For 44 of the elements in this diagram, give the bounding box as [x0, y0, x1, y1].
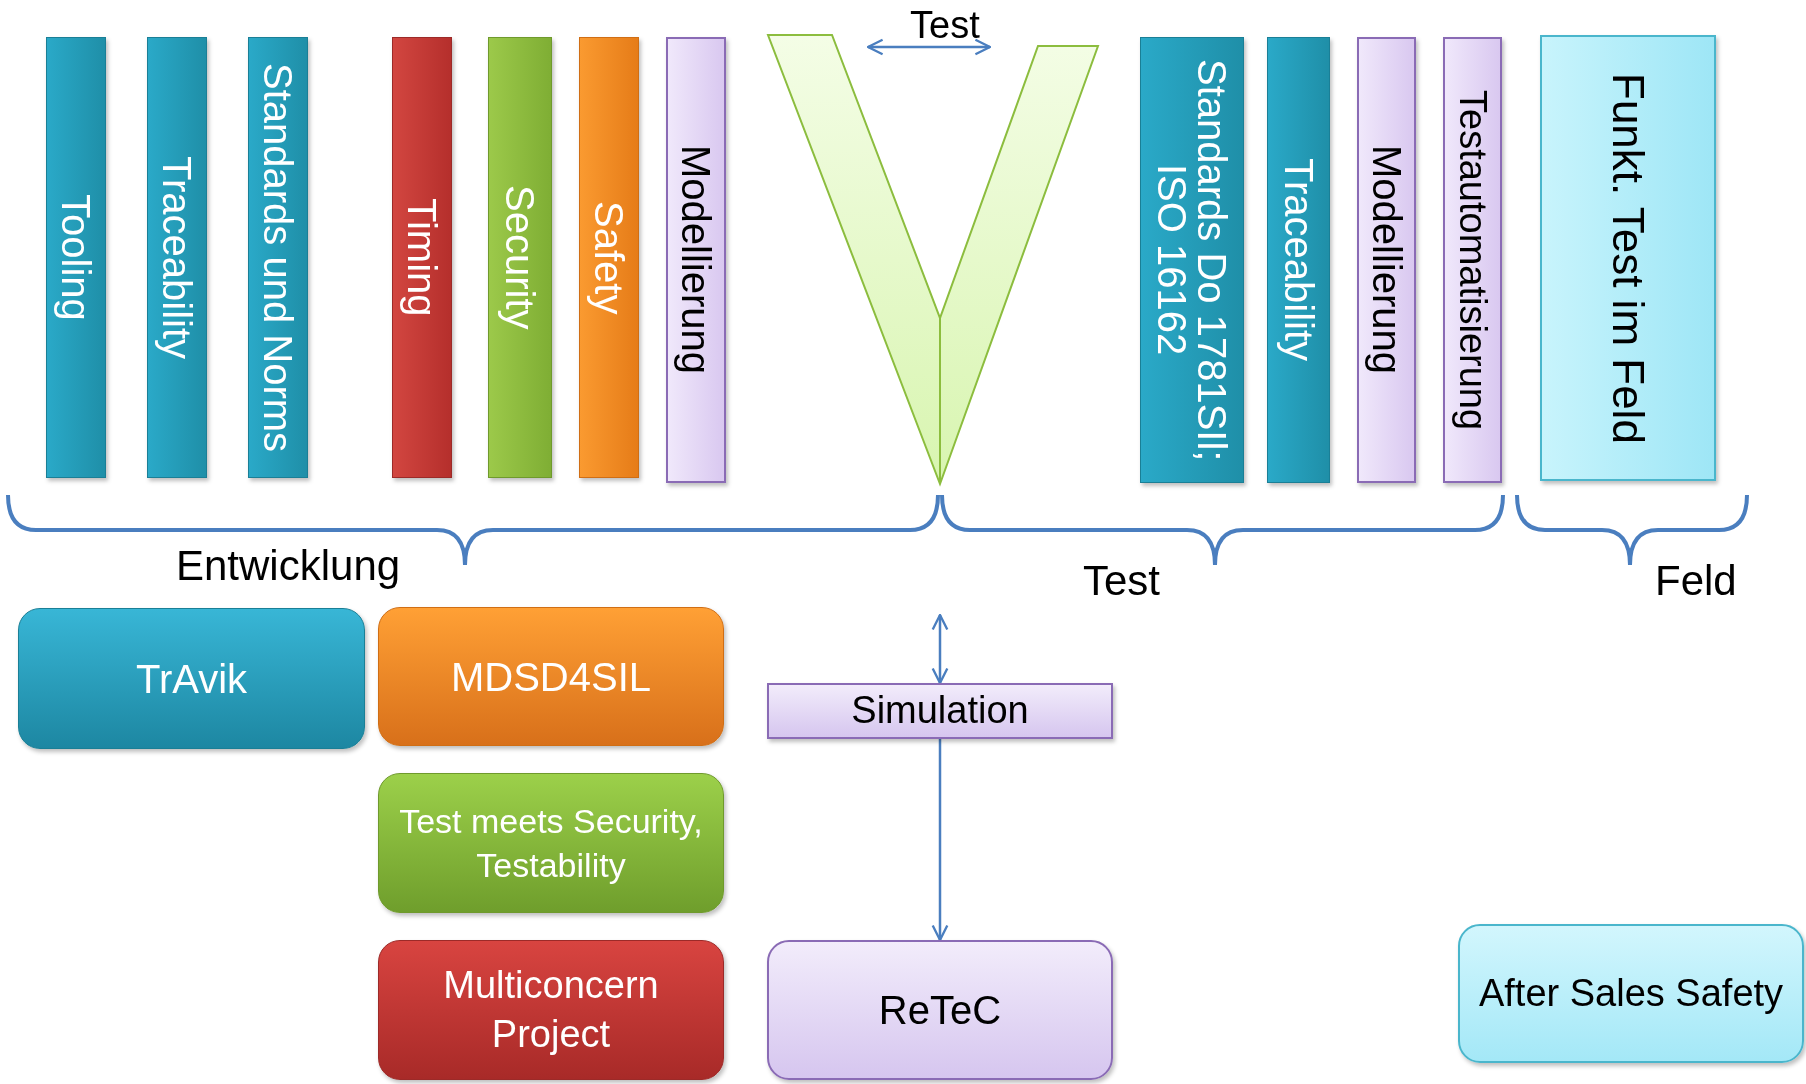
box-label: MDSD4SIL	[449, 653, 653, 701]
box-label: Simulation	[850, 688, 1030, 734]
vertical-bar	[488, 37, 552, 478]
bar-label: Timing	[402, 198, 442, 317]
arrow	[931, 739, 949, 942]
box-label: Test meets Security, Testability	[398, 800, 704, 886]
text-label: Feld	[1655, 557, 1737, 605]
vertical-bar	[1267, 37, 1330, 483]
text-label: Entwicklung	[176, 542, 401, 590]
vertical-bar	[1540, 35, 1716, 481]
bar-label: Safety	[589, 200, 629, 315]
bar-label: Standards Do 1781SIl; ISO 16162	[1152, 57, 1232, 464]
vertical-bar	[147, 37, 207, 478]
rounded-box	[378, 607, 724, 746]
vertical-bar	[666, 37, 726, 483]
bar-label: Security	[500, 185, 540, 330]
rounded-box	[378, 940, 724, 1080]
process-box	[767, 683, 1113, 739]
vertical-bar	[1357, 37, 1416, 483]
bar-label: Traceability	[157, 156, 197, 359]
rounded-box	[1458, 924, 1804, 1063]
vertical-bar	[1140, 37, 1244, 483]
bar-label: Modellierung	[1366, 145, 1407, 375]
bar-label: Modellierung	[676, 145, 716, 375]
arrow	[931, 613, 949, 685]
bar-label: Traceability	[1278, 158, 1319, 362]
rounded-box	[767, 940, 1113, 1080]
box-label: TrAvik	[134, 655, 249, 703]
rounded-box	[378, 773, 724, 913]
box-label: After Sales Safety	[1477, 970, 1785, 1016]
bar-label: Tooling	[56, 194, 96, 321]
bar-label: Funkt. Test im Feld	[1606, 72, 1650, 444]
box-label: ReTeC	[877, 987, 1003, 1034]
vertical-bar	[579, 37, 639, 478]
rounded-box	[18, 608, 365, 749]
vertical-bar	[248, 37, 308, 478]
box-label: Multiconcern Project	[442, 962, 660, 1057]
bar-label: Standards und Norms	[258, 62, 298, 453]
vertical-bar	[1443, 37, 1502, 483]
vertical-bar	[46, 37, 106, 478]
text-label: Test	[910, 4, 980, 47]
vertical-bar	[392, 37, 452, 478]
text-label: Test	[1083, 557, 1161, 605]
bar-label: Testautomatisierung	[1453, 89, 1492, 431]
